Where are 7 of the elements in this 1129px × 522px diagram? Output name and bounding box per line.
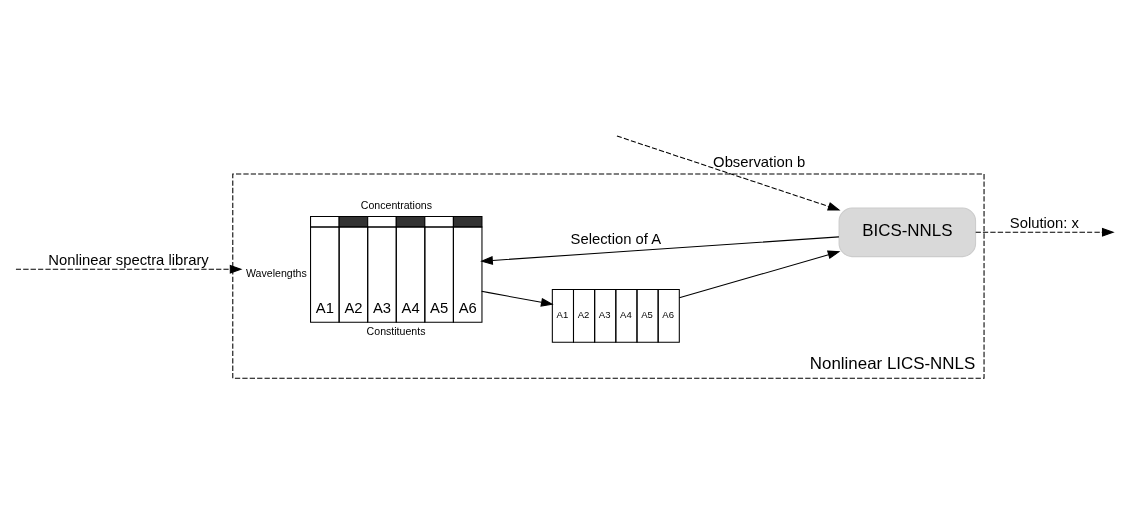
edge-label: Solution: x [1009,215,1079,232]
node-label: Constituents [366,324,426,337]
edge-label: Selection of A [570,231,662,248]
node-label: Concentrations [360,199,432,211]
edge-label: Observation b [713,153,806,170]
node-label: Wavelengths [246,267,307,280]
edge-label: Nonlinear spectra library [48,252,209,269]
